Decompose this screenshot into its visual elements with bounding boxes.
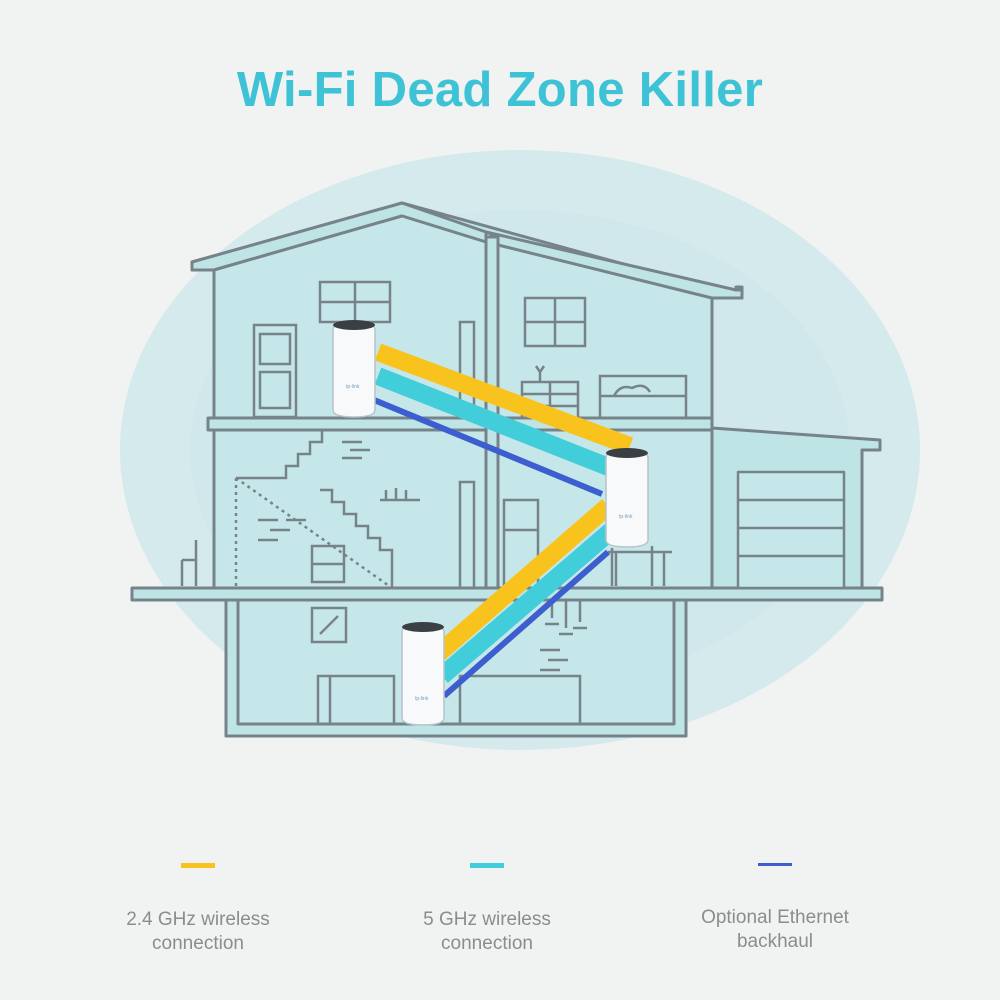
router-bottom: tp-link (401, 622, 445, 726)
router-logo-bottom: tp-link (415, 696, 429, 702)
house-diagram: tp-link tp-link tp-link (120, 150, 920, 750)
legend-item-ethernet: Optional Ethernet backhaul (645, 863, 905, 954)
beam-24ghz-upper (374, 343, 634, 455)
staircase (236, 428, 394, 588)
pendant-lamps (545, 600, 587, 636)
legend-label-24ghz: 2.4 GHz wireless connection (126, 909, 270, 954)
garage-door (736, 470, 846, 590)
connection-beams (372, 343, 634, 699)
middle-left-room (212, 428, 488, 590)
picture-frame (310, 606, 348, 644)
beam-24ghz-lower (432, 499, 614, 661)
shelf (380, 488, 420, 502)
door-middle (458, 480, 476, 590)
legend-label-5ghz: 5 GHz wireless connection (423, 909, 551, 954)
beam-5ghz-lower (436, 523, 618, 683)
sofa-left (316, 674, 396, 726)
beam-ethernet-lower (442, 549, 610, 699)
router-logo-middle: tp-link (619, 514, 633, 520)
furniture (180, 280, 688, 726)
door-attic (252, 323, 298, 419)
beam-ethernet-upper (372, 397, 604, 497)
garage-door-slats (738, 498, 844, 558)
legend-swatch-5ghz (470, 863, 504, 868)
legend-swatch-ethernet (758, 863, 792, 866)
router-logo-top: tp-link (346, 384, 360, 390)
sofa-right (458, 674, 582, 726)
legend-item-5ghz: 5 GHz wireless connection (357, 863, 617, 956)
porch-chair (180, 540, 198, 586)
dining-table (608, 546, 672, 586)
beam-5ghz-upper (374, 367, 620, 479)
house (130, 201, 884, 738)
upper-floor-slab (206, 416, 714, 432)
legend-swatch-24ghz (181, 863, 215, 868)
legend-label-ethernet: Optional Ethernet backhaul (701, 907, 849, 952)
router-top: tp-link (332, 320, 376, 418)
legend-item-24ghz: 2.4 GHz wireless connection (68, 863, 328, 956)
router-middle: tp-link (605, 448, 649, 548)
page-title: Wi-Fi Dead Zone Killer (236, 63, 764, 117)
